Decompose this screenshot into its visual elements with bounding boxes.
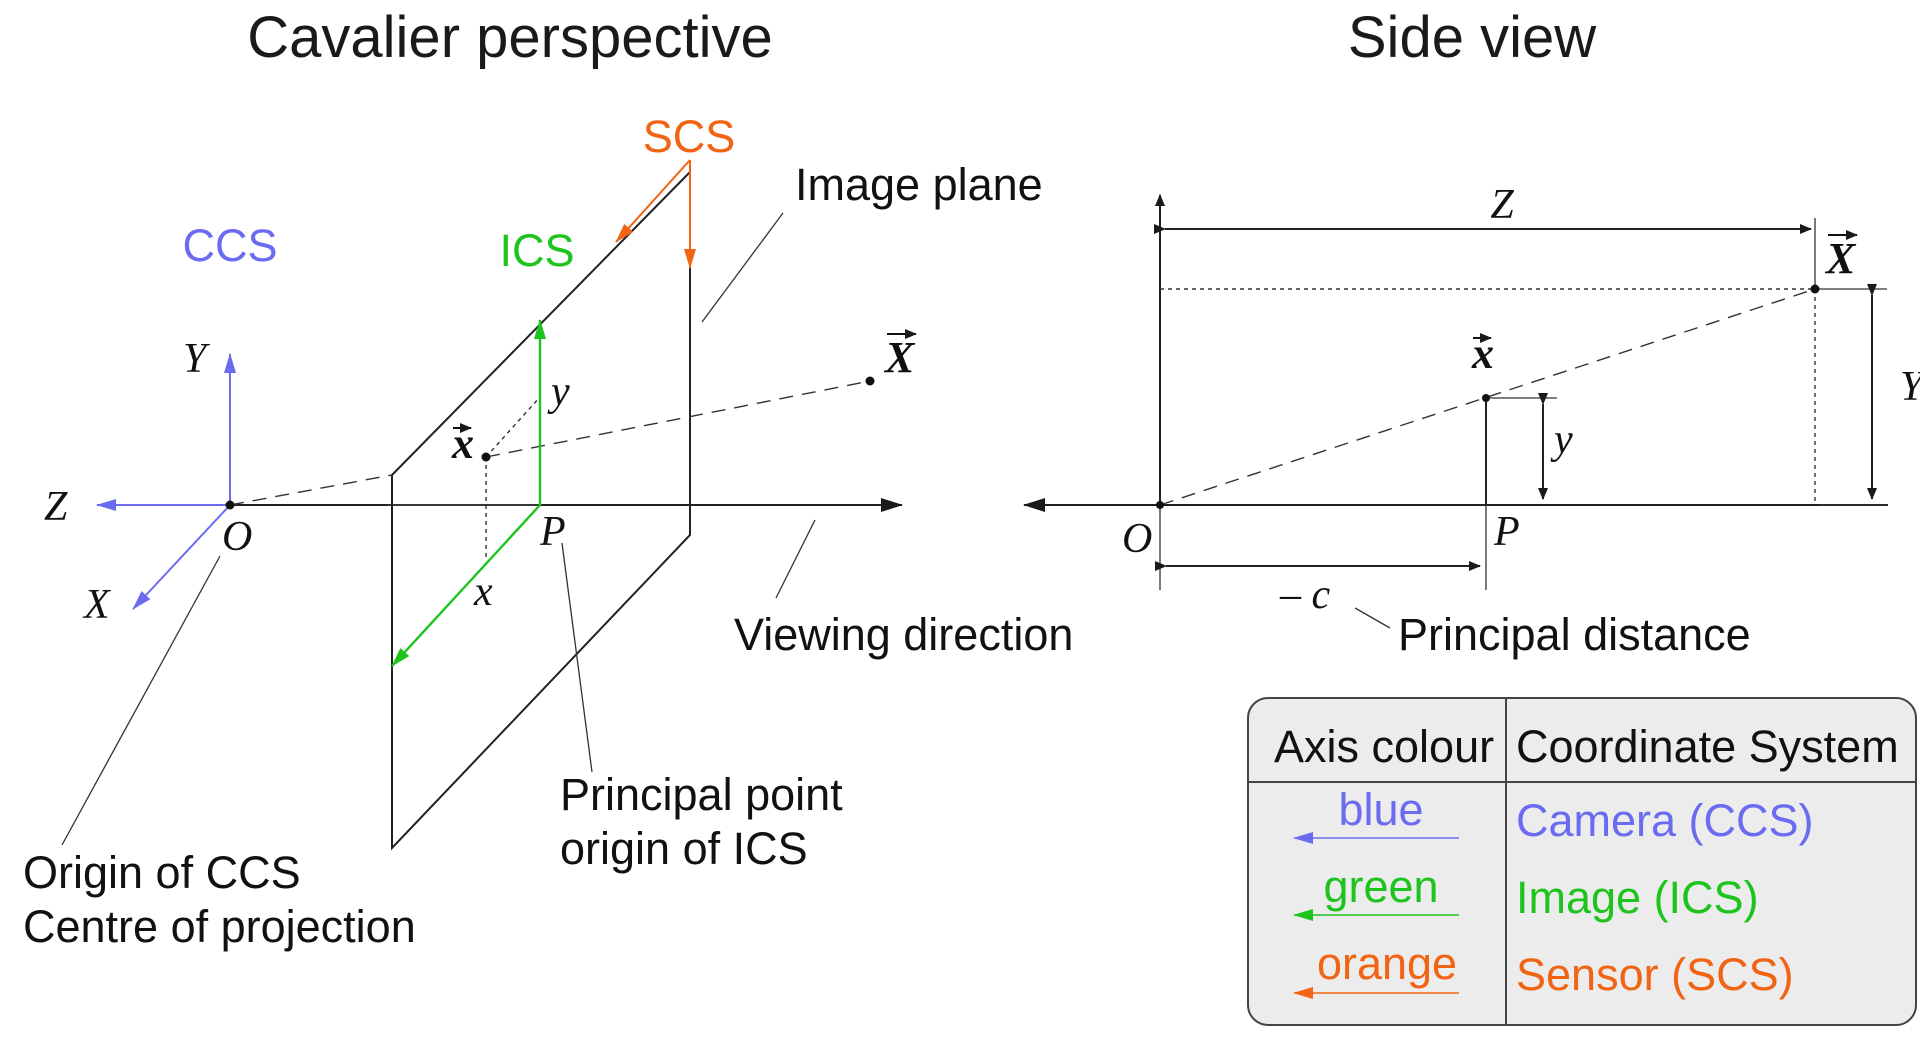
legend-background bbox=[1247, 697, 1917, 1026]
symbol-Y-ccs: Y bbox=[183, 336, 211, 382]
label-origin-1: Origin of CCS bbox=[23, 847, 301, 898]
side-symbol-Y: Y bbox=[1900, 364, 1920, 410]
label-ics: ICS bbox=[499, 225, 574, 276]
symbol-O-cav: O bbox=[222, 514, 252, 560]
legend-row-blue-colour: blue bbox=[1338, 784, 1423, 835]
leader-image-plane bbox=[701, 212, 784, 323]
side-symbol-image-point-vector: x bbox=[1471, 329, 1494, 378]
cavalier-view: CCS ICS SCS Y Z X O P y x x X Image plan… bbox=[23, 111, 1073, 952]
side-symbol-object-point-vector: X bbox=[1824, 230, 1858, 283]
label-viewing-direction: Viewing direction bbox=[734, 609, 1073, 660]
point-image-x bbox=[481, 452, 491, 462]
symbol-x-cav: x bbox=[473, 569, 493, 615]
ics-x-axis bbox=[391, 504, 541, 667]
side-view: Z Y y O P – c x X Principal distance bbox=[1023, 182, 1920, 660]
side-symbol-P: P bbox=[1493, 509, 1520, 555]
side-symbol-image-point: x bbox=[1471, 329, 1494, 378]
point-O bbox=[225, 500, 235, 510]
symbol-y-cav: y bbox=[547, 369, 570, 415]
legend-row-orange-system: Sensor (SCS) bbox=[1516, 949, 1794, 1000]
label-ccs: CCS bbox=[182, 220, 277, 271]
legend-row-orange-colour: orange bbox=[1317, 938, 1457, 989]
side-point-image-x bbox=[1482, 394, 1490, 402]
legend-row-green-system: Image (ICS) bbox=[1516, 872, 1759, 923]
legend-row-green-colour: green bbox=[1323, 861, 1438, 912]
ray-segment-1 bbox=[229, 474, 393, 506]
leader-viewing-direction bbox=[775, 519, 816, 599]
legend-header-system: Coordinate System bbox=[1516, 721, 1899, 772]
y-projection-dotted bbox=[485, 396, 541, 458]
side-symbol-Z: Z bbox=[1490, 182, 1514, 228]
symbol-object-point: X bbox=[883, 333, 916, 382]
point-object-X bbox=[865, 376, 875, 386]
ray-segment-2 bbox=[485, 380, 871, 458]
symbol-X-ccs: X bbox=[82, 582, 112, 628]
leader-principal-point bbox=[561, 542, 593, 773]
label-principal-point-1: Principal point bbox=[560, 769, 843, 820]
label-scs: SCS bbox=[643, 111, 736, 162]
scs-diagonal-axis bbox=[615, 159, 691, 243]
symbol-image-point-vector: x bbox=[451, 419, 474, 468]
side-symbol-minus-c: – c bbox=[1279, 572, 1331, 618]
symbol-P-cav: P bbox=[539, 509, 566, 555]
ccs-x-axis bbox=[132, 504, 231, 610]
side-point-object-X bbox=[1810, 284, 1820, 294]
legend-header-colour: Axis colour bbox=[1274, 721, 1494, 772]
label-origin-2: Centre of projection bbox=[23, 901, 416, 952]
symbol-object-point-vector: X bbox=[883, 329, 917, 382]
leader-principal-distance bbox=[1354, 607, 1391, 629]
side-symbol-y: y bbox=[1550, 417, 1573, 463]
label-principal-point-2: origin of ICS bbox=[560, 823, 808, 874]
image-plane-outline bbox=[391, 169, 691, 851]
side-symbol-O: O bbox=[1122, 516, 1152, 562]
title-side-view: Side view bbox=[1348, 5, 1597, 70]
symbol-image-point: x bbox=[451, 419, 474, 468]
legend-row-blue-system: Camera (CCS) bbox=[1516, 795, 1814, 846]
label-principal-distance: Principal distance bbox=[1398, 609, 1751, 660]
title-cavalier: Cavalier perspective bbox=[247, 5, 772, 70]
side-point-O bbox=[1156, 501, 1164, 509]
symbol-Z-ccs: Z bbox=[44, 484, 68, 530]
leader-origin bbox=[61, 555, 221, 846]
side-symbol-object-point: X bbox=[1824, 234, 1857, 283]
label-image-plane: Image plane bbox=[795, 159, 1043, 210]
legend-table: Axis colour Coordinate System blue Camer… bbox=[1247, 697, 1917, 1026]
